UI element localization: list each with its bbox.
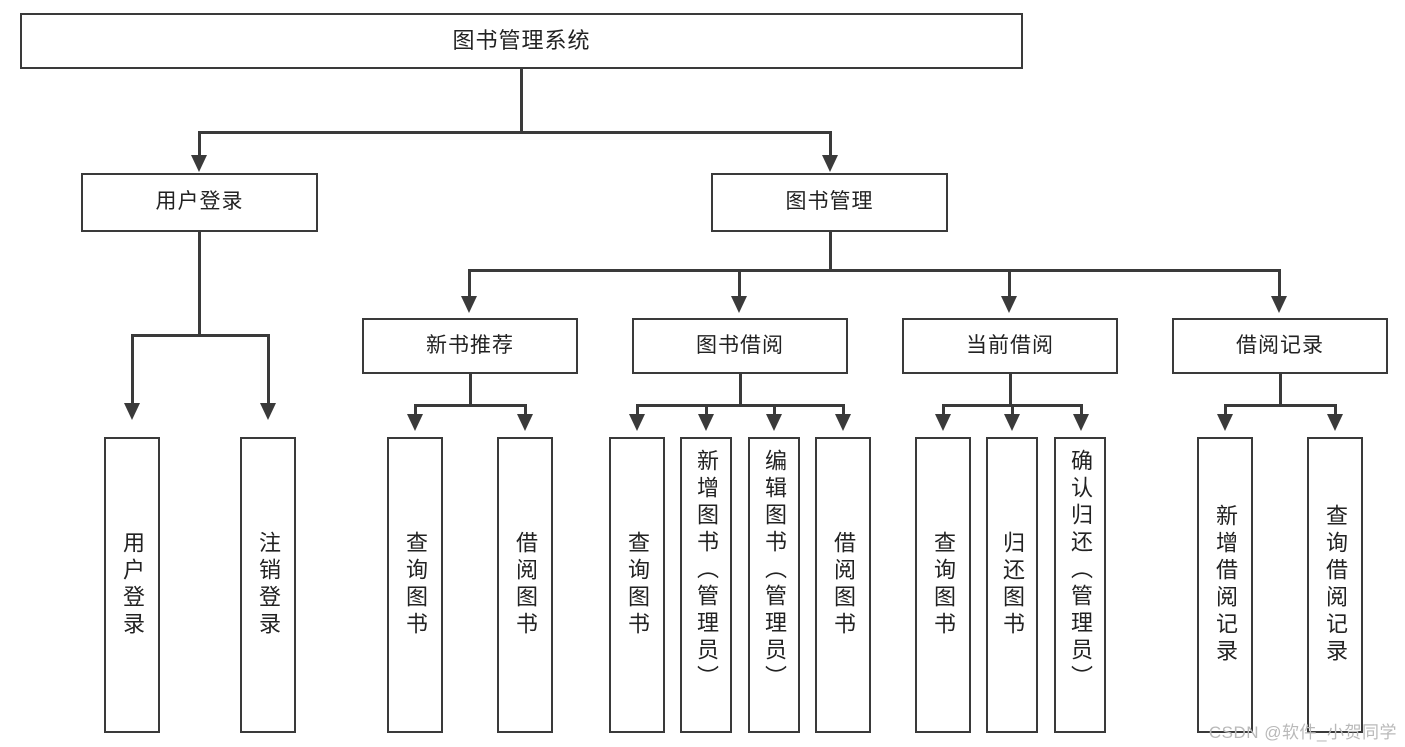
- node-book-borrow[interactable]: 图书借阅: [632, 318, 848, 374]
- node-label: 图书管理: [785, 190, 874, 214]
- node-leaf-add-record[interactable]: 新增借阅记录: [1197, 437, 1253, 733]
- arrowhead-to-leaf-return-book: [1004, 414, 1020, 431]
- node-new-book-recommend[interactable]: 新书推荐: [362, 318, 578, 374]
- connector-user-login-stem: [198, 232, 201, 335]
- node-leaf-borrow-book-2[interactable]: 借阅图书: [815, 437, 871, 733]
- connector-user-login-bus: [131, 334, 269, 337]
- arrowhead-to-new-book-recommend: [461, 296, 477, 313]
- connector-to-current-borrow: [1008, 269, 1011, 299]
- connector-root-stem: [520, 69, 523, 132]
- arrowhead-to-leaf-borrow-book-1: [517, 414, 533, 431]
- node-label: 新书推荐: [426, 333, 514, 357]
- node-label: 查询图书: [931, 531, 956, 639]
- node-label: 新增借阅记录: [1213, 504, 1238, 666]
- arrowhead-to-book-borrow: [731, 296, 747, 313]
- connector-root-to-book-manage: [829, 131, 832, 159]
- connector-new-book-stem: [469, 374, 472, 406]
- arrowhead-to-leaf-query-record: [1327, 414, 1343, 431]
- arrowhead-to-leaf-query-book-2: [629, 414, 645, 431]
- node-label: 用户登录: [155, 190, 244, 214]
- connector-to-borrow-record: [1278, 269, 1281, 299]
- node-leaf-return-book[interactable]: 归还图书: [986, 437, 1038, 733]
- node-label: 查询图书: [403, 531, 428, 639]
- arrowhead-to-leaf-add-record: [1217, 414, 1233, 431]
- arrowhead-to-user-login: [191, 155, 207, 172]
- node-leaf-query-book-3[interactable]: 查询图书: [915, 437, 971, 733]
- connector-book-borrow-c3: [773, 404, 776, 418]
- connector-borrow-record-stem: [1279, 374, 1282, 406]
- connector-current-borrow-c2: [1011, 404, 1014, 418]
- node-leaf-user-logout[interactable]: 注销登录: [240, 437, 296, 733]
- connector-current-borrow-stem: [1009, 374, 1012, 406]
- connector-level3-bus: [468, 269, 1278, 272]
- node-label: 查询借阅记录: [1323, 504, 1348, 666]
- arrowhead-to-current-borrow: [1001, 296, 1017, 313]
- connector-new-book-bus: [414, 404, 526, 407]
- connector-book-borrow-c4: [842, 404, 845, 418]
- node-label: 新增图书（管理员）: [694, 449, 719, 692]
- node-leaf-user-login[interactable]: 用户登录: [104, 437, 160, 733]
- watermark-text: CSDN @软件_小贺同学: [1208, 723, 1397, 742]
- node-label: 图书管理系统: [452, 28, 591, 54]
- connector-book-borrow-bus: [636, 404, 844, 407]
- arrowhead-to-leaf-borrow-book-2: [835, 414, 851, 431]
- connector-new-book-c2: [524, 404, 527, 418]
- node-leaf-add-book[interactable]: 新增图书（管理员）: [680, 437, 732, 733]
- arrowhead-to-leaf-query-book-1: [407, 414, 423, 431]
- node-label: 当前借阅: [966, 333, 1054, 357]
- arrowhead-to-leaf-user-logout: [260, 403, 276, 420]
- connector-user-login-right: [267, 334, 270, 406]
- node-root-book-management-system[interactable]: 图书管理系统: [20, 13, 1023, 69]
- connector-book-borrow-stem: [739, 374, 742, 406]
- connector-borrow-record-c1: [1224, 404, 1227, 418]
- node-leaf-borrow-book-1[interactable]: 借阅图书: [497, 437, 553, 733]
- node-leaf-query-book-2[interactable]: 查询图书: [609, 437, 665, 733]
- connector-current-borrow-c1: [942, 404, 945, 418]
- node-current-borrow[interactable]: 当前借阅: [902, 318, 1118, 374]
- arrowhead-to-leaf-query-book-3: [935, 414, 951, 431]
- node-leaf-query-book-1[interactable]: 查询图书: [387, 437, 443, 733]
- node-label: 查询图书: [625, 531, 650, 639]
- connector-book-borrow-c1: [636, 404, 639, 418]
- node-label: 注销登录: [256, 531, 281, 639]
- node-leaf-query-record[interactable]: 查询借阅记录: [1307, 437, 1363, 733]
- node-label: 借阅图书: [831, 531, 856, 639]
- node-label: 确认归还（管理员）: [1068, 449, 1093, 692]
- node-label: 借阅图书: [513, 531, 538, 639]
- arrowhead-to-leaf-confirm-return: [1073, 414, 1089, 431]
- node-label: 编辑图书（管理员）: [762, 449, 787, 692]
- connector-root-bus: [198, 131, 832, 134]
- connector-user-login-left: [131, 334, 134, 406]
- connector-root-to-user-login: [198, 131, 201, 159]
- node-borrow-record[interactable]: 借阅记录: [1172, 318, 1388, 374]
- connector-borrow-record-bus: [1224, 404, 1336, 407]
- connector-to-book-borrow: [738, 269, 741, 299]
- node-book-management[interactable]: 图书管理: [711, 173, 948, 232]
- arrowhead-to-leaf-add-book: [698, 414, 714, 431]
- node-label: 归还图书: [1000, 531, 1025, 639]
- arrowhead-to-leaf-edit-book: [766, 414, 782, 431]
- connector-new-book-c1: [414, 404, 417, 418]
- arrowhead-to-book-manage: [822, 155, 838, 172]
- arrowhead-to-borrow-record: [1271, 296, 1287, 313]
- arrowhead-to-leaf-user-login: [124, 403, 140, 420]
- connector-to-new-book-recommend: [468, 269, 471, 299]
- node-label: 借阅记录: [1236, 333, 1324, 357]
- connector-book-borrow-c2: [705, 404, 708, 418]
- node-label: 用户登录: [120, 531, 145, 639]
- connector-borrow-record-c2: [1334, 404, 1337, 418]
- node-leaf-edit-book[interactable]: 编辑图书（管理员）: [748, 437, 800, 733]
- connector-current-borrow-c3: [1080, 404, 1083, 418]
- node-user-login[interactable]: 用户登录: [81, 173, 318, 232]
- node-label: 图书借阅: [696, 333, 784, 357]
- connector-book-manage-stem: [829, 232, 832, 271]
- node-leaf-confirm-return[interactable]: 确认归还（管理员）: [1054, 437, 1106, 733]
